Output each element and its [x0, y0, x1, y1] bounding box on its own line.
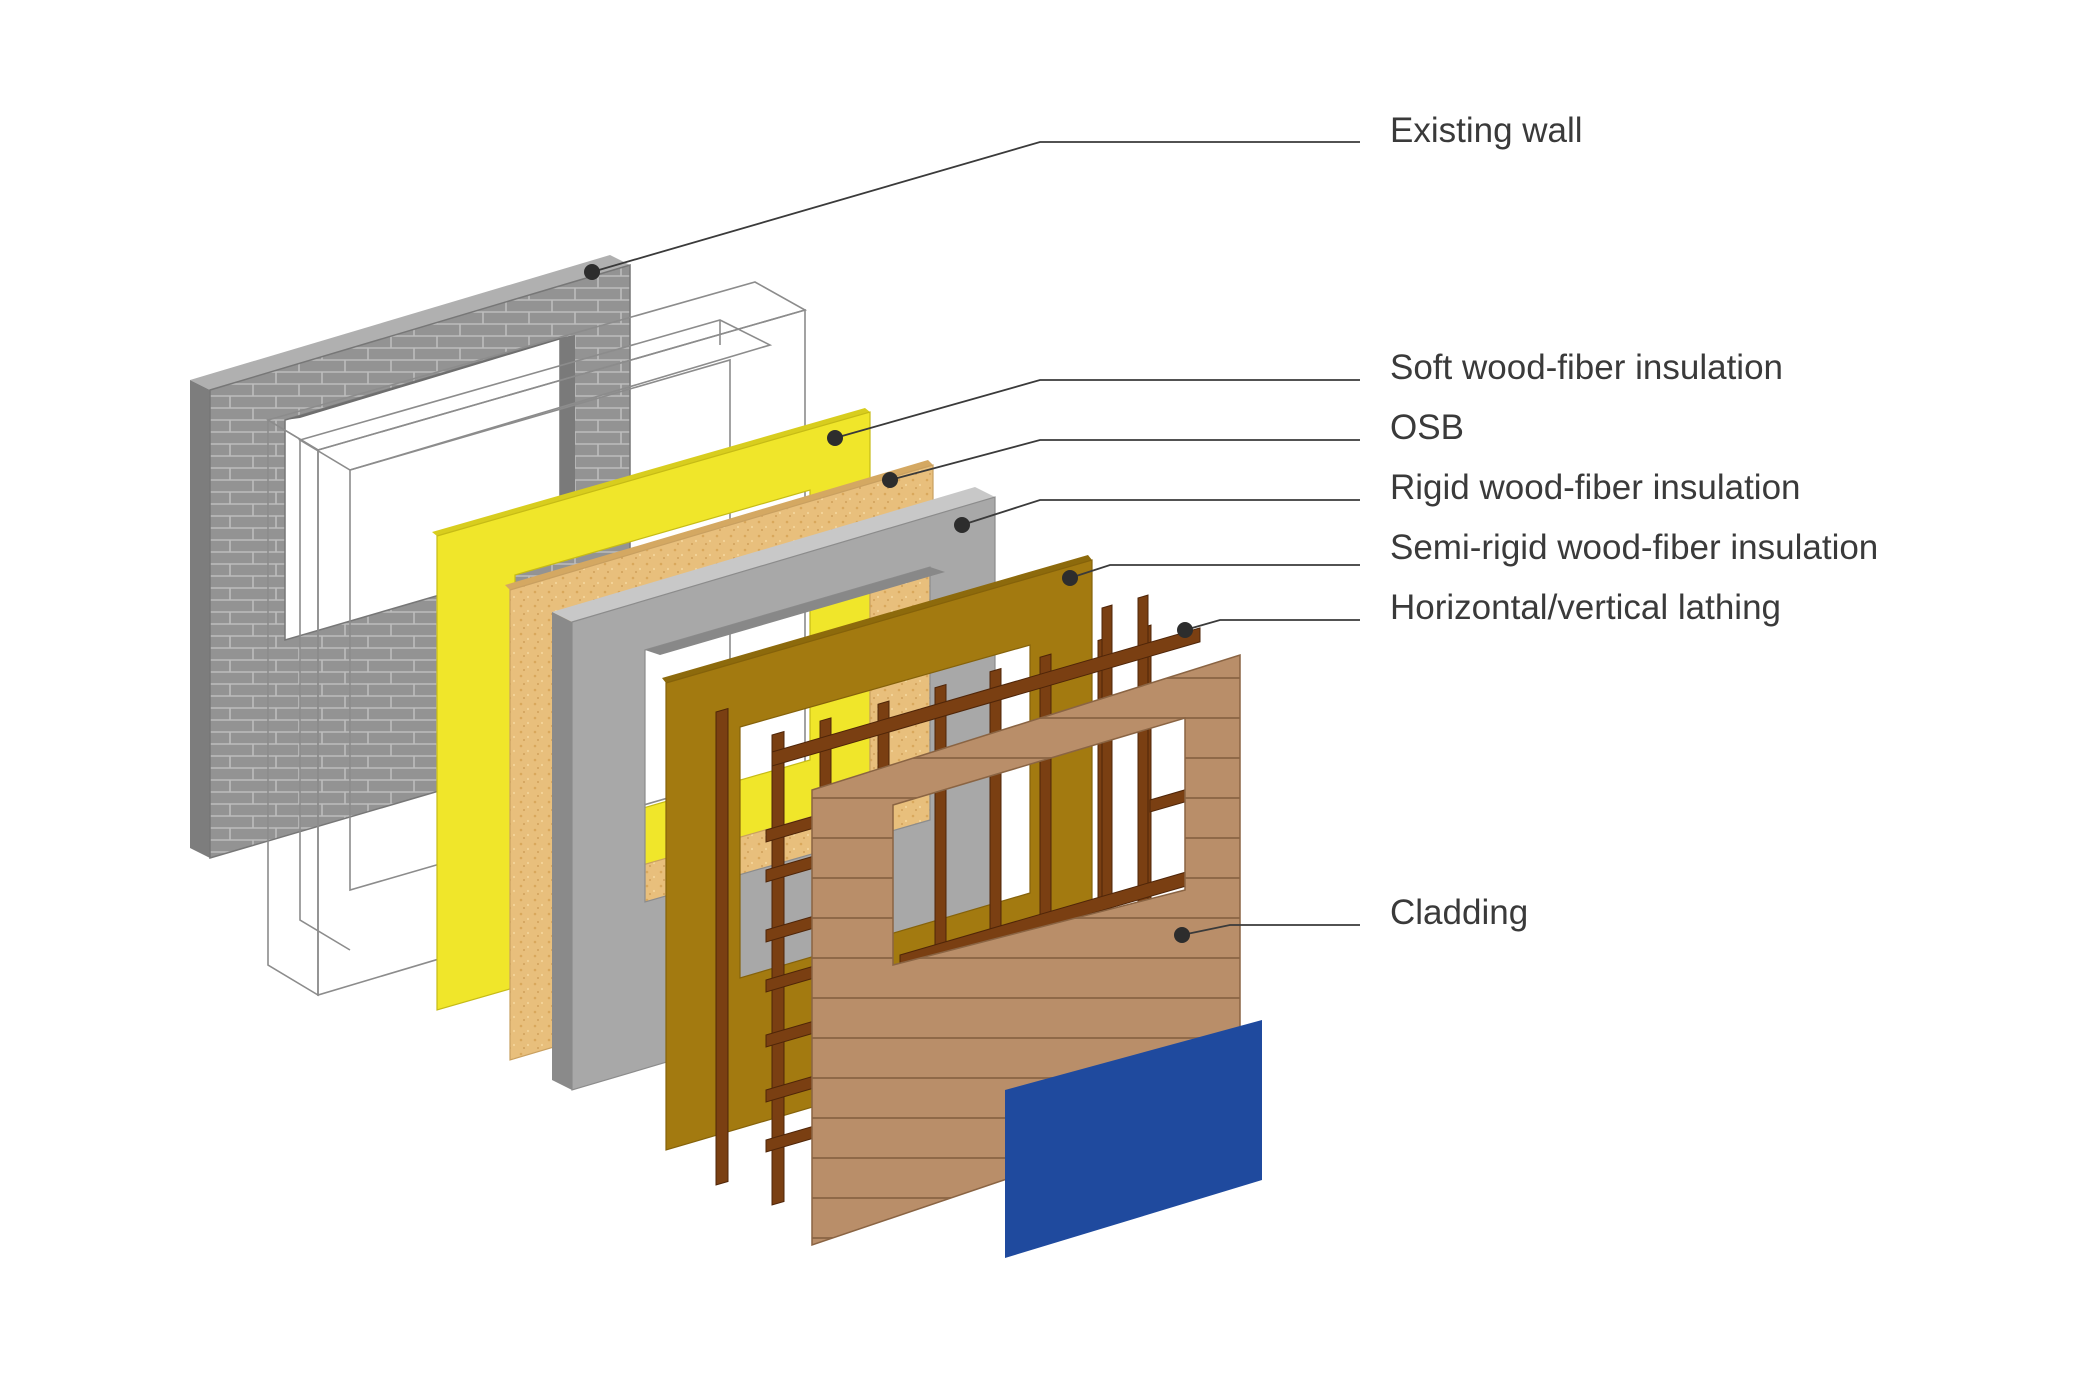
leader-cladding — [1181, 924, 1360, 936]
dot-cladding — [1174, 927, 1190, 943]
label-semi-rigid-wood-fiber-insulation: Semi-rigid wood-fiber insulation — [1390, 528, 1879, 567]
leader-soft-wood-fiber — [834, 379, 1360, 439]
label-rigid-wood-fiber-insulation: Rigid wood-fiber insulation — [1390, 468, 1801, 507]
label-osb: OSB — [1390, 408, 1464, 447]
leader-osb — [889, 439, 1360, 481]
lathing-horizontal-batten — [1149, 789, 1186, 813]
blue-panel — [1005, 1020, 1262, 1258]
leader-dots — [584, 264, 1193, 943]
label-horizontal-vertical-lathing: Horizontal/vertical lathing — [1390, 588, 1782, 627]
dot-existing-wall — [584, 264, 600, 280]
label-existing-wall: Existing wall — [1390, 111, 1583, 150]
dot-osb — [882, 472, 898, 488]
leader-semi-rigid-wood-fiber — [1069, 564, 1360, 579]
leader-lines — [591, 141, 1360, 936]
label-cladding: Cladding — [1390, 893, 1529, 932]
dot-soft-wood-fiber — [827, 430, 843, 446]
lathing-vertical-batten — [771, 730, 785, 1206]
dot-lathing — [1177, 622, 1193, 638]
leader-existing-wall — [591, 141, 1360, 273]
label-soft-wood-fiber-insulation: Soft wood-fiber insulation — [1390, 348, 1783, 387]
lathing-horizontal-batten — [771, 627, 1201, 767]
dot-rigid-wood-fiber — [954, 517, 970, 533]
leader-rigid-wood-fiber — [961, 499, 1360, 526]
dot-semi-rigid-wood-fiber — [1062, 570, 1078, 586]
window-frame-wireframe — [266, 281, 808, 997]
leader-lathing — [1184, 619, 1360, 631]
lathing-vertical-batten — [715, 707, 729, 1186]
